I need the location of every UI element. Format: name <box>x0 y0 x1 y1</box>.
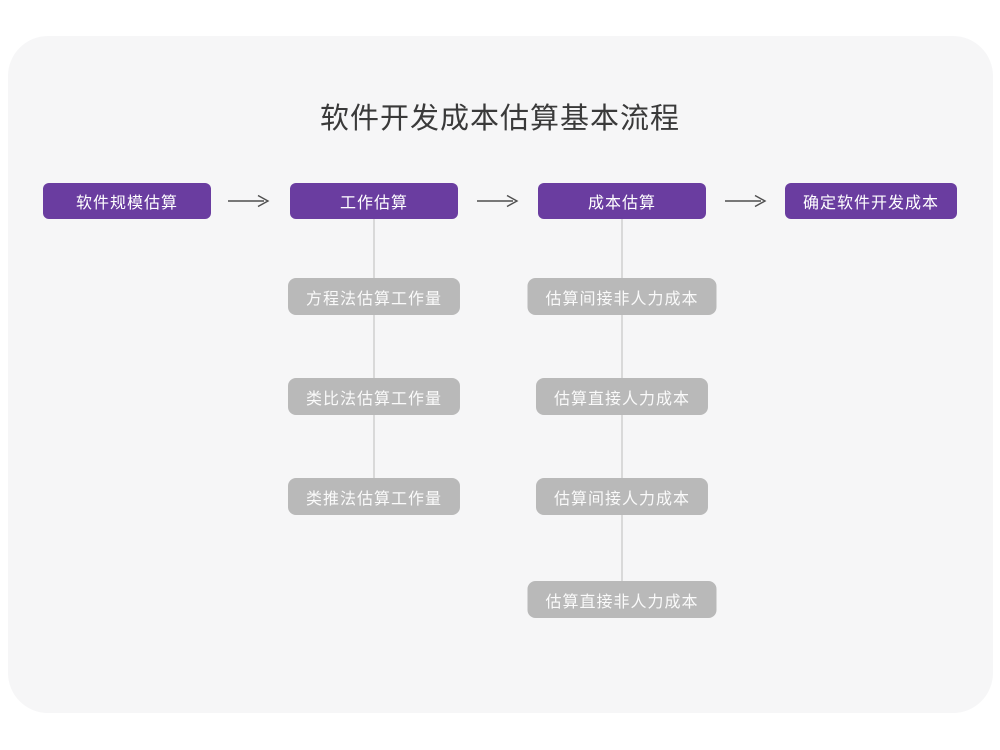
sub-node-indirect-labor-cost: 估算间接人力成本 <box>535 478 709 515</box>
right-arrow-icon <box>725 194 767 208</box>
connector-line-work-estimation <box>373 219 375 497</box>
flow-node-software-scale-estimation: 软件规模估算 <box>43 183 211 219</box>
flow-node-work-estimation: 工作估算 <box>290 183 458 219</box>
right-arrow-icon <box>228 194 270 208</box>
right-arrow-icon <box>477 194 519 208</box>
flow-node-cost-estimation: 成本估算 <box>538 183 706 219</box>
sub-node-analogy-method: 类比法估算工作量 <box>287 378 461 415</box>
flow-node-label: 成本估算 <box>587 195 656 212</box>
sub-node-direct-labor-cost: 估算直接人力成本 <box>535 378 709 415</box>
sub-node-equation-method: 方程法估算工作量 <box>287 278 461 315</box>
flow-node-label: 确定软件开发成本 <box>802 195 939 212</box>
sub-node-label: 估算间接非人力成本 <box>545 290 699 308</box>
diagram-title: 软件开发成本估算基本流程 <box>319 103 680 135</box>
sub-node-extrapolation-method: 类推法估算工作量 <box>287 478 461 515</box>
sub-node-indirect-non-labor-cost: 估算间接非人力成本 <box>527 278 717 315</box>
diagram-card <box>8 36 993 713</box>
sub-node-label: 类比法估算工作量 <box>305 390 443 408</box>
sub-node-label: 方程法估算工作量 <box>305 290 443 308</box>
sub-node-direct-non-labor-cost: 估算直接非人力成本 <box>527 581 717 618</box>
flow-node-label: 软件规模估算 <box>75 195 178 212</box>
flow-node-label: 工作估算 <box>339 195 408 212</box>
sub-node-label: 类推法估算工作量 <box>305 490 443 508</box>
sub-node-label: 估算间接人力成本 <box>553 490 691 508</box>
sub-node-label: 估算直接人力成本 <box>553 390 691 408</box>
sub-node-label: 估算直接非人力成本 <box>545 593 699 611</box>
flow-node-determine-development-cost: 确定软件开发成本 <box>785 183 957 219</box>
